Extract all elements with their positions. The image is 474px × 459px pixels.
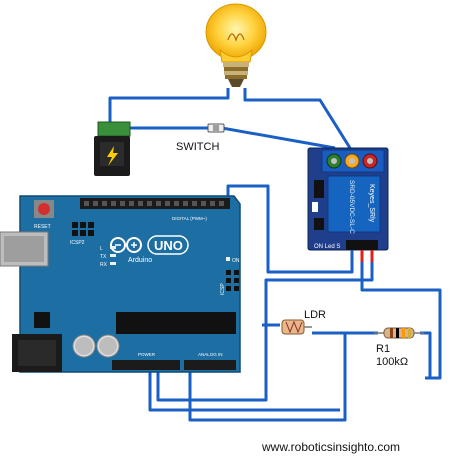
ldr-sensor <box>281 319 312 335</box>
wire-relay-gnd <box>156 250 374 402</box>
ldr-label: LDR <box>304 309 326 321</box>
relay-module: SRD-05VDC-SL-C Keyes_SRly ON Led S <box>307 147 389 251</box>
digital-header <box>80 198 230 209</box>
wire-bulb-to-relay <box>243 88 352 149</box>
wires <box>108 88 442 422</box>
arduino-logo-icon <box>110 237 142 253</box>
on-label: ON <box>232 258 240 264</box>
relay-brand-text: Keyes_SRly <box>368 184 375 223</box>
icsp-header <box>226 270 239 291</box>
brand-text: Arduino <box>128 257 152 264</box>
icsp-label: ICSP <box>220 283 226 295</box>
reset-button <box>38 203 50 215</box>
digital-label: DIGITAL (PWM~) <box>172 216 207 221</box>
power-jack <box>94 121 131 176</box>
relay-pin-labels: ON Led S <box>314 244 340 250</box>
lightning-icon <box>107 146 118 166</box>
rx-label: RX <box>100 262 108 268</box>
icsp2-label: ICSP2 <box>70 240 85 246</box>
power-label: POWER <box>138 352 156 357</box>
resistor-name: R1 <box>376 343 390 355</box>
power-header <box>112 360 180 370</box>
wire-relay-signal <box>226 184 354 274</box>
wire-resistor-right <box>420 331 432 378</box>
model-text: UNO <box>154 238 183 253</box>
wire-bulb-to-jack <box>108 88 230 125</box>
icsp2-header <box>72 222 94 236</box>
arduino-uno-board: RESET ICSP2 DIGITAL (PWM~) UNO Arduino <box>0 195 241 373</box>
tx-label: TX <box>100 254 107 260</box>
relay-model-text: SRD-05VDC-SL-C <box>348 180 355 234</box>
wire-analog-a0 <box>188 333 347 422</box>
microcontroller-chip <box>116 312 236 334</box>
light-bulb <box>205 3 267 87</box>
wire-switch-to-relay <box>221 126 336 150</box>
resistor <box>374 327 424 339</box>
wire-arduino-5v <box>148 368 340 412</box>
l-label: L <box>100 246 103 252</box>
switch <box>207 123 225 133</box>
uno-badge <box>147 235 189 255</box>
wire-relay-vcc <box>360 250 442 380</box>
analog-header <box>184 360 236 370</box>
switch-label: SWITCH <box>176 141 219 153</box>
resistor-value: 100kΩ <box>376 356 408 368</box>
reset-label: RESET <box>34 224 51 230</box>
digital-pins <box>84 201 224 206</box>
website-text: www.roboticsinsighto.com <box>261 440 400 454</box>
analog-label: ANALOG IN <box>198 352 223 357</box>
